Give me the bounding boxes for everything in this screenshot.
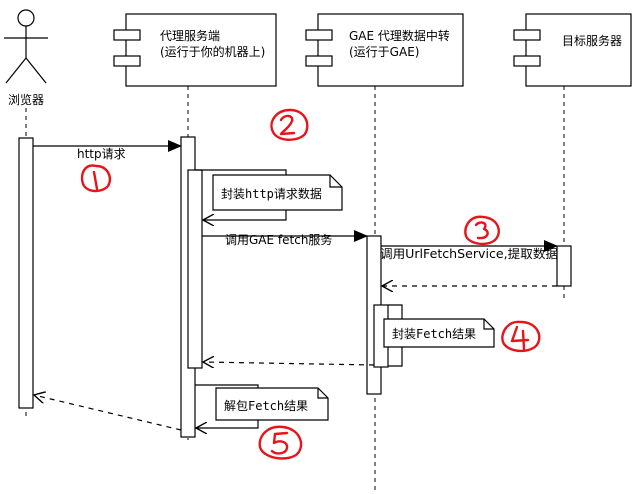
component-icon	[113, 29, 141, 41]
note-wrap-fetch: 封装Fetch结果	[383, 318, 495, 348]
target-component: 目标服务器	[513, 13, 632, 87]
note-wrap-http: 封装http请求数据	[212, 174, 343, 211]
proxy-component: 代理服务端 (运行于你的机器上)	[113, 13, 277, 87]
target-name: 目标服务器	[562, 33, 622, 48]
gae-subtitle: (运行于GAE)	[349, 45, 419, 59]
target-activation	[556, 245, 572, 287]
step-mark-3	[464, 215, 500, 246]
messages	[33, 140, 558, 431]
step-mark-1	[80, 164, 112, 193]
arrow-browser-return	[34, 395, 182, 431]
browser-activation	[18, 137, 34, 409]
note-wrap-fetch-text: 封装Fetch结果	[392, 327, 476, 341]
actor-head-icon	[17, 9, 35, 27]
label-call-urlfetch: 调用UrlFetchService,提取数据	[380, 246, 558, 261]
component-icon	[513, 29, 541, 41]
step-mark-4	[501, 320, 541, 353]
note-unwrap-fetch: 解包Fetch结果	[215, 387, 329, 421]
gae-component: GAE 代理数据中转 (运行于GAE)	[305, 13, 464, 87]
note-unwrap-fetch-text: 解包Fetch结果	[224, 399, 308, 413]
arrow-gae-return	[203, 362, 375, 365]
proxy-inner-activation	[187, 169, 203, 369]
proxy-name: 代理服务端	[160, 28, 220, 43]
browser-actor	[4, 9, 48, 84]
component-icon	[305, 29, 333, 41]
label-call-gae: 调用GAE fetch服务	[225, 232, 332, 247]
step-mark-5	[258, 425, 303, 460]
gae-name: GAE 代理数据中转	[349, 28, 450, 43]
step-mark-2	[270, 108, 309, 141]
proxy-subtitle: (运行于你的机器上)	[160, 44, 265, 59]
label-http-request: http请求	[77, 147, 126, 161]
note-wrap-http-text: 封装http请求数据	[221, 186, 322, 201]
browser-label: 浏览器	[8, 92, 44, 107]
